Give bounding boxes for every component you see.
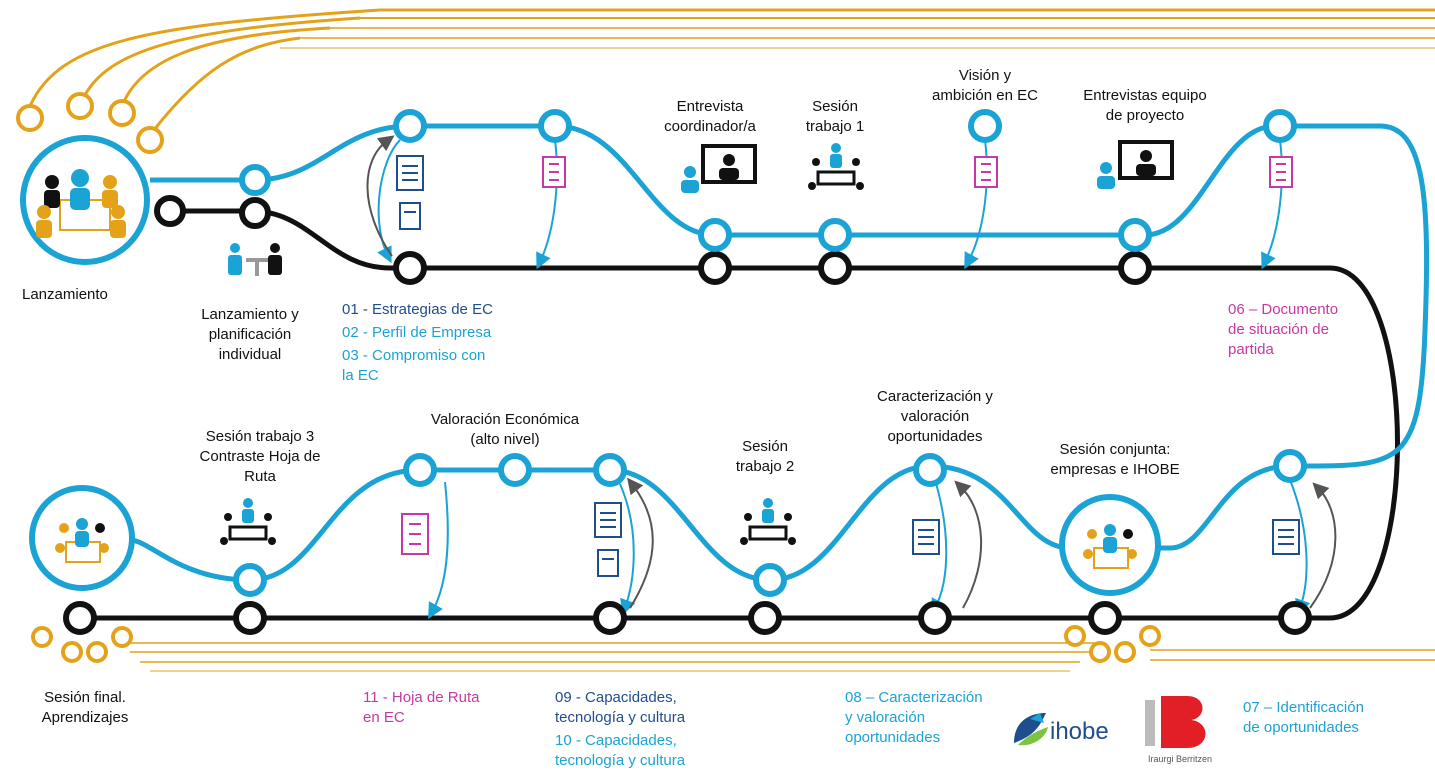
doc-label-02: 02 - Perfil de Empresa [342, 324, 492, 341]
line: coordinador/a [664, 118, 756, 135]
ib-subtitle: Iraurgi Berritzen [1148, 754, 1212, 764]
line: Sesión [812, 98, 858, 115]
line: Visión y [958, 67, 1012, 84]
meeting-table-icon [220, 498, 276, 545]
line: partida [1228, 341, 1274, 358]
line: Sesión conjunta: [1059, 441, 1171, 458]
line: Sesión [742, 438, 788, 455]
label-valoracion: Valoración Económica (alto nivel) [395, 410, 615, 450]
line: tecnología y cultura [555, 752, 686, 769]
label-sesion-final: Sesión final. Aprendizajes [25, 688, 145, 728]
meeting-table-icon [808, 143, 864, 190]
line: oportunidades [845, 729, 941, 746]
label-entrevista-coordinador: Entrevista coordinador/a [640, 97, 780, 137]
doc-label-03: 03 - Compromiso con la EC [342, 346, 485, 386]
line: planificación [208, 326, 292, 343]
ihobe-logo: ihobe [1014, 713, 1109, 746]
doc-label-08: 08 – Caracterización y valoración oportu… [845, 688, 983, 748]
ihobe-text: ihobe [1050, 718, 1109, 745]
gold-circles-bottom [31, 625, 1161, 663]
flow-arrows [366, 135, 1337, 619]
line: ambición en EC [932, 87, 1038, 104]
line: Contraste Hoja de [199, 448, 321, 465]
doc-label-01: 01 - Estrategias de EC [342, 301, 493, 318]
line: de oportunidades [1243, 719, 1359, 736]
line: individual [218, 346, 282, 363]
line: trabajo 1 [805, 118, 865, 135]
line: oportunidades [887, 428, 983, 445]
gold-lines-top [28, 8, 1435, 136]
label-sesion-trabajo-1: Sesión trabajo 1 [790, 97, 880, 137]
line: (alto nivel) [470, 431, 540, 448]
line: Sesión trabajo 3 [205, 428, 315, 445]
video-call-icon [1097, 140, 1174, 189]
line: Ruta [244, 468, 276, 485]
interview-icon [228, 243, 282, 276]
line: en EC [363, 709, 405, 726]
doc-label-11: 11 - Hoja de Ruta en EC [363, 688, 479, 728]
gold-circles-top [16, 92, 164, 154]
line: tecnología y cultura [555, 709, 686, 726]
meeting-icon [29, 485, 135, 591]
label-sesion-conjunta: Sesión conjunta: empresas e IHOBE [1030, 440, 1200, 480]
label-entrevistas-equipo: Entrevistas equipo de proyecto [1060, 86, 1230, 126]
line: Entrevistas equipo [1083, 87, 1207, 104]
line: de situación de [1228, 321, 1329, 338]
label-sesion-trabajo-3: Sesión trabajo 3 Contraste Hoja de Ruta [180, 427, 340, 487]
line: Sesión final. [44, 689, 126, 706]
line: valoración [900, 408, 970, 425]
doc-label-06: 06 – Documento de situación de partida [1228, 300, 1338, 360]
doc-label-07: 07 – Identificación de oportunidades [1243, 698, 1364, 738]
meeting-table-icon [740, 498, 796, 545]
line: 07 – Identificación [1243, 699, 1364, 716]
label-sesion-trabajo-2: Sesión trabajo 2 [720, 437, 810, 477]
line: 09 - Capacidades, [555, 689, 677, 706]
black-track [70, 208, 1400, 621]
line: la EC [342, 367, 379, 384]
label-lanzamiento-planificacion: Lanzamiento y planificación individual [180, 305, 320, 365]
report-doc-icon [401, 156, 1293, 555]
line: 10 - Capacidades, [555, 732, 677, 749]
video-call-icon [681, 144, 757, 193]
cyan-nodes [233, 109, 1307, 597]
line: empresas e IHOBE [1050, 461, 1180, 478]
gold-lines-bottom [120, 642, 1435, 672]
checklist-doc-icon [396, 155, 1300, 577]
meeting-icon [1059, 494, 1161, 596]
line: Lanzamiento y [201, 306, 299, 323]
meeting-icon [20, 135, 150, 265]
label-caracterizacion: Caracterización y valoración oportunidad… [855, 387, 1015, 447]
line: 03 - Compromiso con [342, 347, 486, 364]
line: trabajo 2 [735, 458, 795, 475]
line: de proyecto [1105, 107, 1185, 124]
line: 06 – Documento [1228, 301, 1339, 318]
line: 11 - Hoja de Ruta [363, 689, 480, 706]
line: Aprendizajes [41, 709, 129, 726]
doc-label-10: 10 - Capacidades, tecnología y cultura [555, 731, 685, 771]
line: 08 – Caracterización [845, 689, 983, 706]
line: y valoración [845, 709, 926, 726]
label-lanzamiento: Lanzamiento [22, 286, 108, 303]
line: Entrevista [676, 98, 744, 115]
line: Valoración Económica [430, 411, 580, 428]
line: Caracterización y [877, 388, 993, 405]
black-nodes [63, 195, 1312, 635]
ib-logo: Iraurgi Berritzen [1145, 696, 1212, 764]
doc-label-09: 09 - Capacidades, tecnología y cultura [555, 688, 685, 728]
label-vision: Visión y ambición en EC [915, 66, 1055, 106]
